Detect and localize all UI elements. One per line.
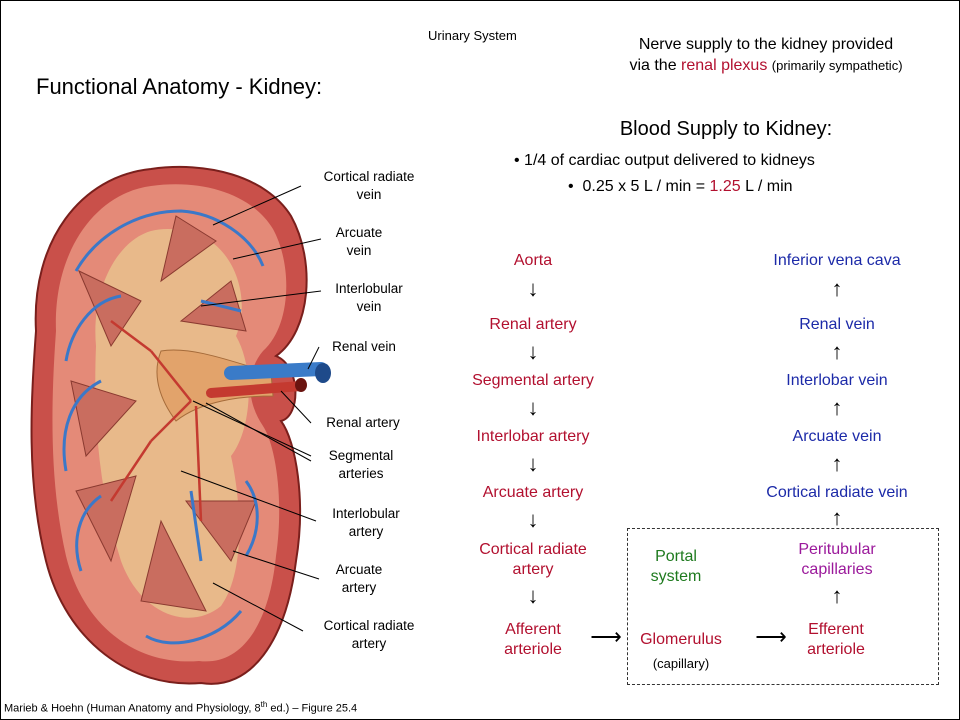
label-renal-vein: Renal vein [319, 338, 409, 356]
cortical-artery-line-2: artery [433, 560, 633, 580]
nerve-paren: (primarily sympathetic) [772, 58, 903, 73]
flow-arcuate-vein: Arcuate vein [737, 427, 937, 447]
lbl-line: Cortical radiate [304, 617, 434, 635]
renal-artery-vessel [211, 386, 301, 393]
lbl-line: Cortical radiate [304, 168, 434, 186]
peritubular-line-1: Peritubular [757, 540, 917, 560]
portal-line-1: Portal [626, 547, 726, 567]
capillary-note: (capillary) [611, 656, 751, 671]
arrow-down-icon: ↓ [518, 278, 548, 300]
label-cortical-radiate-vein: Cortical radiate vein [304, 168, 434, 204]
label-renal-artery: Renal artery [313, 414, 413, 432]
lbl-line: artery [319, 579, 399, 597]
flow-cortical-radiate-artery: Cortical radiate artery [433, 540, 633, 580]
lbl-line: arteries [316, 465, 406, 483]
label-cortical-radiate-artery: Cortical radiate artery [304, 617, 434, 653]
flow-glomerulus: Glomerulus [611, 630, 751, 650]
flow-interlobar-vein: Interlobar vein [737, 371, 937, 391]
bullet-2-pre: 0.25 x 5 L / min = [583, 178, 710, 195]
arrow-up-icon: ↑ [822, 507, 852, 529]
lbl-line: vein [319, 298, 419, 316]
arrow-up-icon: ↑ [822, 278, 852, 300]
lbl-line: Arcuate [319, 561, 399, 579]
arrow-up-icon: ↑ [822, 453, 852, 475]
lbl-line: Segmental [316, 447, 406, 465]
lbl-line: vein [319, 242, 399, 260]
lbl-line: Interlobular [319, 280, 419, 298]
flow-interlobar-artery: Interlobar artery [433, 427, 633, 447]
renal-plexus-term: renal plexus [681, 57, 767, 74]
cortical-artery-line-1: Cortical radiate [433, 540, 633, 560]
efferent-line-1: Efferent [756, 620, 916, 640]
flow-efferent-arteriole: Efferent arteriole [756, 620, 916, 660]
arrow-down-icon: ↓ [518, 453, 548, 475]
label-interlobular-artery: Interlobular artery [316, 505, 416, 541]
blood-bullet-2: • 0.25 x 5 L / min = 1.25 L / min [568, 178, 793, 196]
figure-citation: Marieb & Hoehn (Human Anatomy and Physio… [4, 700, 357, 715]
bullet-dot: • [514, 152, 524, 169]
portal-line-2: system [626, 567, 726, 587]
label-interlobular-vein: Interlobular vein [319, 280, 419, 316]
label-segmental-arteries: Segmental arteries [316, 447, 406, 483]
arrow-up-icon: ↑ [822, 397, 852, 419]
lbl-line: artery [304, 635, 434, 653]
flow-inferior-vena-cava: Inferior vena cava [737, 251, 937, 271]
arrow-down-icon: ↓ [518, 585, 548, 607]
flow-segmental-artery: Segmental artery [433, 371, 633, 391]
nerve-line-1: Nerve supply to the kidney provided [591, 34, 941, 55]
lbl-line: Interlobular [316, 505, 416, 523]
peritubular-line-2: capillaries [757, 560, 917, 580]
nerve-line-2: via the renal plexus (primarily sympathe… [591, 55, 941, 76]
lbl-line: vein [304, 186, 434, 204]
arrow-down-icon: ↓ [518, 509, 548, 531]
flow-aorta: Aorta [433, 251, 633, 271]
flow-peritubular-capillaries: Peritubular capillaries [757, 540, 917, 580]
lbl-line: artery [316, 523, 416, 541]
flow-renal-vein: Renal vein [737, 315, 937, 335]
nerve-line-2-pre: via the [629, 57, 681, 74]
label-arcuate-vein: Arcuate vein [319, 224, 399, 260]
citation-post: ed.) – Figure 25.4 [267, 703, 357, 715]
portal-system-label: Portal system [626, 547, 726, 587]
flow-arcuate-artery: Arcuate artery [433, 483, 633, 503]
efferent-line-2: arteriole [756, 640, 916, 660]
bullet-1-text: 1/4 of cardiac output delivered to kidne… [524, 152, 815, 169]
blood-bullet-1: • 1/4 of cardiac output delivered to kid… [514, 152, 815, 170]
nerve-supply-note: Nerve supply to the kidney provided via … [591, 34, 941, 76]
flow-renal-artery: Renal artery [433, 315, 633, 335]
bullet-2-value: 1.25 [710, 178, 741, 195]
renal-vein-vessel [231, 369, 321, 373]
citation-pre: Marieb & Hoehn (Human Anatomy and Physio… [4, 703, 261, 715]
bullet-2-post: L / min [741, 178, 793, 195]
kidney-illustration [1, 1, 461, 720]
arrow-down-icon: ↓ [518, 397, 548, 419]
label-arcuate-artery: Arcuate artery [319, 561, 399, 597]
arrow-up-icon: ↑ [822, 341, 852, 363]
bullet-dot: • [568, 178, 583, 195]
arrow-up-icon: ↑ [822, 585, 852, 607]
blood-supply-heading: Blood Supply to Kidney: [561, 118, 891, 141]
arrow-down-icon: ↓ [518, 341, 548, 363]
lbl-line: Arcuate [319, 224, 399, 242]
flow-cortical-radiate-vein: Cortical radiate vein [737, 483, 937, 503]
